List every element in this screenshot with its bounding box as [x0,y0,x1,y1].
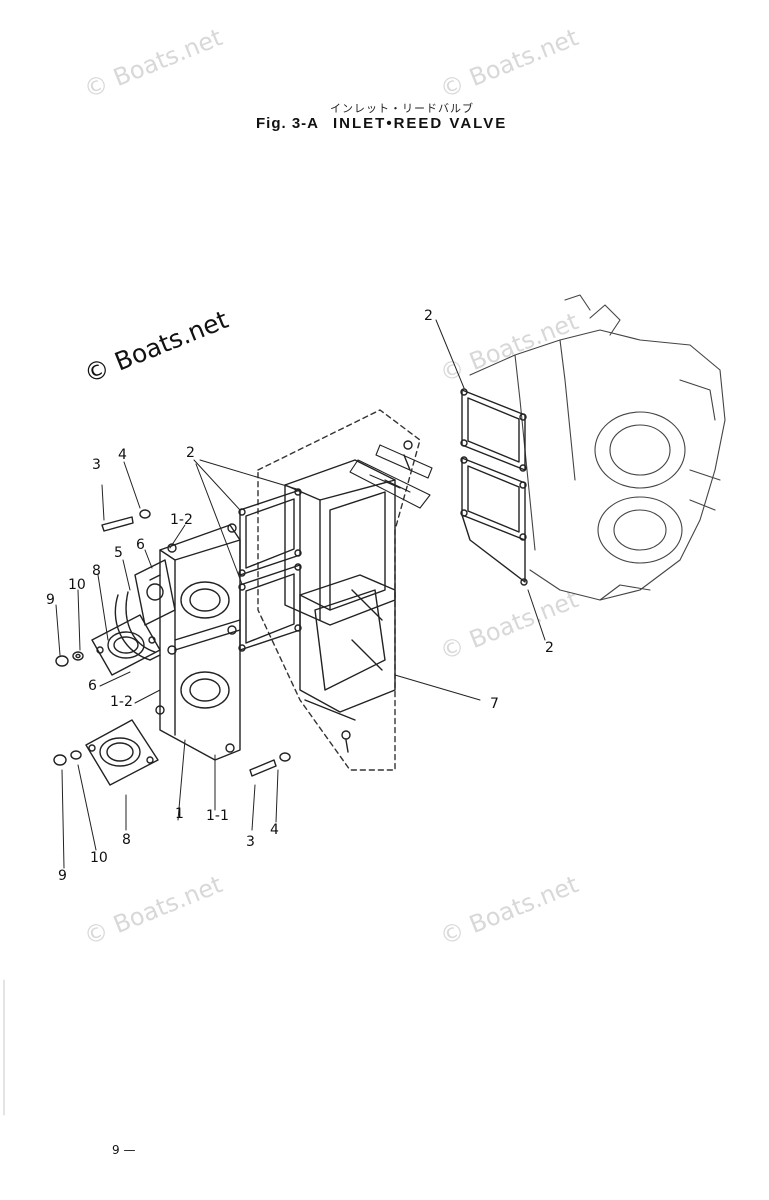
callout-6: 6 [136,537,145,553]
callout-2: 2 [424,308,433,324]
flange-8-upper [91,614,161,676]
callout-1-2: 1-2 [110,694,133,710]
callout-9: 9 [46,592,55,608]
callout-2: 2 [186,445,195,461]
gasket-6-upper [134,559,176,626]
callout-4: 4 [270,822,279,838]
callout-8: 8 [92,563,101,579]
callout-8: 8 [122,832,131,848]
callout-5: 5 [114,545,123,561]
callout-3: 3 [246,834,255,850]
crankcase-outline [469,294,726,601]
callout-9: 9 [58,868,67,884]
nut-washer-upper [55,651,84,667]
reed-petals [349,444,433,509]
figure-label: Fig. 3-A [256,115,319,132]
callout-10: 10 [68,577,86,593]
nut-washer-lower [53,750,82,766]
callout-3: 3 [92,457,101,473]
bolt-washer-upper [101,509,151,532]
figure-name: INLET•REED VALVE [333,115,508,132]
callout-1-1: 1-1 [206,808,229,824]
page-number: 9 — [112,1143,136,1157]
japanese-subtitle: インレット・リードバルブ [330,102,474,115]
callout-1: 1 [175,806,184,822]
callout-2: 2 [545,640,554,656]
callout-4: 4 [118,447,127,463]
leader-lines [3,319,546,1116]
callout-1-2: 1-2 [170,512,193,528]
gasket-2-center [238,488,302,652]
inlet-manifold-1 [149,523,241,761]
gasket-2-upper-right [460,388,528,586]
bolt-washer-lower [249,752,291,777]
figure-title: Fig. 3-A INLET•REED VALVE [256,115,507,132]
callout-6: 6 [88,678,97,694]
callout-10: 10 [90,850,108,866]
flange-8-lower [85,719,159,786]
callout-7: 7 [490,696,499,712]
reed-valve-block [284,440,413,753]
